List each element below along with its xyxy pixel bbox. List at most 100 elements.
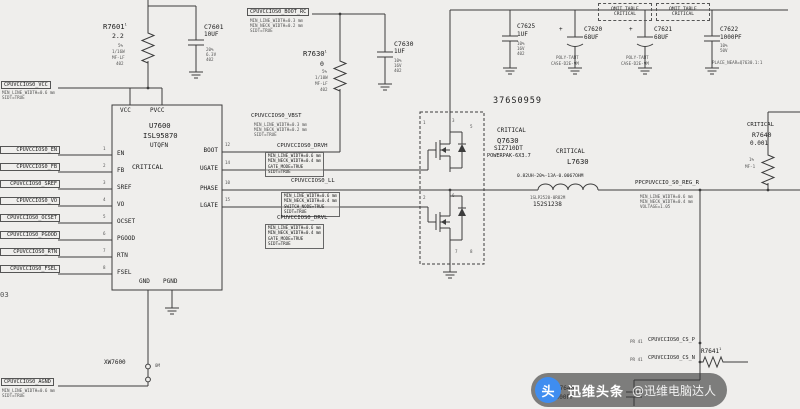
critical-label: CRITICAL <box>671 12 695 17</box>
net-attr-box-ll: MIN_LINE_WIDTH=0.6 mm MIN_NECK_WIDTH=0.4… <box>281 192 340 218</box>
critical-label: CRITICAL <box>132 163 164 171</box>
value-r7601: 2.2 <box>112 32 124 40</box>
sheet-ref: PR 41 <box>630 357 643 362</box>
pin-name: OCSET <box>117 218 136 225</box>
net-attr: SIDT=TRUE <box>268 169 291 175</box>
attr: MF-LF <box>112 55 125 60</box>
net-attr: GATE_MODE=TRUE <box>268 235 304 241</box>
q7630-mosfet-pair <box>419 111 485 272</box>
net-attr-box-drvl: MIN_LINE_WIDTH=0.6 mm MIN_NECK_WIDTH=0.4… <box>265 224 324 250</box>
pin-name: RTN <box>117 252 128 259</box>
refdes-c7621: C7621 <box>654 26 673 33</box>
net-attr: SIDT=TRUE <box>250 28 273 33</box>
value-c7630: 1UF <box>394 48 405 55</box>
net-attr: MIN_LINE_WIDTH=0.6 mm <box>268 153 321 158</box>
pin-name-gnd: GND <box>139 278 150 285</box>
pin-number: 5 <box>470 124 473 129</box>
attr: 16V <box>517 46 525 51</box>
footnote: 1 <box>324 49 327 54</box>
net-attr-box-drvh: MIN_LINE_WIDTH=0.6 mm MIN_NECK_WIDTH=0.4… <box>265 152 324 178</box>
pin-number: 6 <box>452 193 455 198</box>
net-attr: MIN_NECK_WIDTH=0.2 mm <box>250 23 303 28</box>
pin-number: 7 <box>455 249 458 254</box>
critical-label: CRITICAL <box>747 122 774 128</box>
refdes-c7620: C7620 <box>584 26 603 33</box>
pin-name-ugate: UGATE <box>199 165 218 172</box>
omit-table-label: OMIT TABLE <box>669 6 697 12</box>
junction-dots <box>146 12 770 364</box>
pkg-q7630: POWERPAK-6X3.7 <box>487 153 531 159</box>
net-attr: MIN_NECK_WIDTH=0.4 mm <box>640 199 693 204</box>
place-near-note: PLACE_NEAR=Q7630.1:1 <box>712 60 763 65</box>
pin-name: VO <box>117 201 125 208</box>
footnote: 1 <box>124 22 127 27</box>
net-attr: MIN_LINE_WIDTH=0.3 mm <box>250 18 303 23</box>
pin-number: 3 <box>103 180 106 185</box>
pin-name-pgnd: PGND <box>163 278 178 285</box>
attr: 10% <box>517 41 525 46</box>
net-attr: MIN_LINE_WIDTH=0.3 mm <box>254 122 307 127</box>
net-attr: MIN_NECK_WIDTH=0.4 mm <box>284 198 337 204</box>
pin-name-phase: PHASE <box>199 185 218 192</box>
omit-table-label: OMIT TABLE <box>611 6 639 12</box>
value-c7625: 1UF <box>517 31 528 38</box>
pin-number: 1 <box>103 146 106 151</box>
pin-number: 7 <box>103 248 106 253</box>
net-label-vbst: CPUVCCIOS0_VBST <box>251 113 302 119</box>
value-c7621: 68UF <box>654 34 669 41</box>
net-label-cs-p: CPUVCCIOS0_CS_P <box>648 337 695 343</box>
refdes-r7640: R7640 <box>752 131 772 139</box>
pkg: CASE-D2E-9M <box>621 61 649 66</box>
attr: 402 <box>394 68 402 73</box>
critical-label: CRITICAL <box>613 12 637 17</box>
net-attr: MIN_LINE_WIDTH=0.6 mm <box>2 90 55 95</box>
xw7600-jumper-symbol <box>145 363 151 383</box>
board-stamp: 152S1238 <box>533 201 562 208</box>
attr: 16V <box>394 63 402 68</box>
omit-table-box: OMIT TABLE CRITICAL <box>598 3 652 21</box>
value-xw7600: 0M <box>155 363 161 368</box>
pin-name-vcc: VCC <box>120 107 131 114</box>
watermark: 头 迅维头条 @迅维电脑达人 <box>531 373 727 407</box>
pin-number: 2 <box>103 163 106 168</box>
clipped-text: 03 <box>0 290 9 299</box>
value-c7622: 1000PF <box>720 34 742 41</box>
net-attr: MIN_LINE_WIDTH=0.6 mm <box>268 225 321 230</box>
refdes-c7622: C7622 <box>720 26 739 33</box>
pin-name-boot: BOOT <box>203 147 218 154</box>
refdes-r7630: R76301 <box>303 50 327 57</box>
net-label-ll: CPUVCCIOS0_LL <box>291 178 335 184</box>
net-attr: SIDT=TRUE <box>284 209 307 215</box>
refdes-xw7600: XW7600 <box>104 359 126 366</box>
attr: 402 <box>517 51 525 56</box>
polarity-mark: + <box>629 26 633 33</box>
attr: MF-LF <box>315 81 328 86</box>
pin-number: 14 <box>225 160 231 165</box>
attr: 10% <box>394 58 402 63</box>
pin-number: 1 <box>423 120 426 125</box>
attr: 6.3V <box>206 52 217 57</box>
refdes-r7601: R76011 <box>103 23 127 30</box>
critical-label: CRITICAL <box>556 148 585 155</box>
net-attr: SIDT=TRUE <box>268 241 291 247</box>
refdes-l7630: L7630 <box>567 157 589 166</box>
refdes-c7625: C7625 <box>517 23 536 30</box>
resistor-symbols <box>141 29 775 189</box>
refdes-q7630: Q7630 <box>497 136 519 145</box>
pin-number: 4 <box>103 197 106 202</box>
pin-name: EN <box>117 150 125 157</box>
net-label-vo: CPUVCCIOS0_VO <box>0 197 60 206</box>
attr: 5% <box>118 43 124 48</box>
net-attr: MIN_LINE_WIDTH=0.6 mm <box>640 194 693 199</box>
pkg-u7600: UTQFN <box>150 142 169 149</box>
critical-label: CRITICAL <box>497 127 526 134</box>
net-attr: SIDT=TRUE <box>2 95 25 100</box>
polarity-mark: + <box>559 26 563 33</box>
sheet-ref: PR 41 <box>630 339 643 344</box>
net-attr: SIDT=TRUE <box>254 132 277 137</box>
net-label-fb: CPUVCCIOS0_FB <box>0 163 60 172</box>
footnote: 1 <box>719 347 722 351</box>
value-r7640: 0.001 <box>750 140 769 147</box>
pkg: CASE-D2E-9M <box>551 61 579 66</box>
